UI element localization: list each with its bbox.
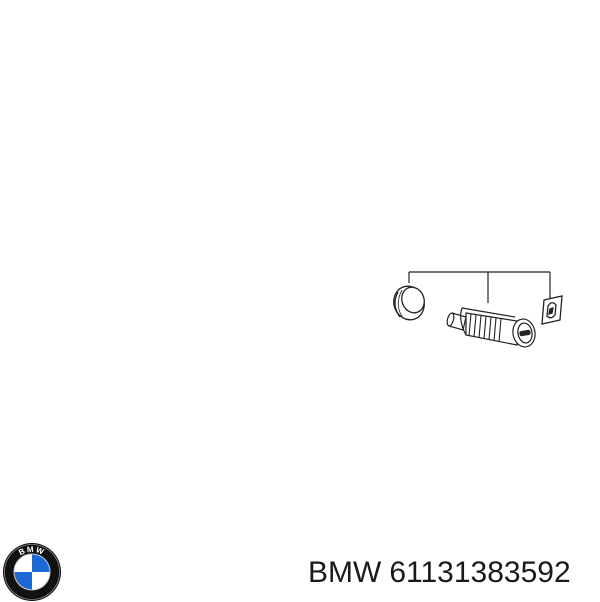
part-number: 61131383592: [389, 556, 571, 589]
retaining-clip-part: [541, 295, 563, 325]
cover-ring-part: [393, 285, 425, 321]
logo-lettering: BMW: [17, 545, 46, 557]
lock-cylinder-part: [446, 307, 536, 348]
leader-lines: [408, 271, 551, 303]
brand-name: BMW: [308, 556, 382, 589]
bmw-logo-icon: BMW: [3, 543, 61, 601]
